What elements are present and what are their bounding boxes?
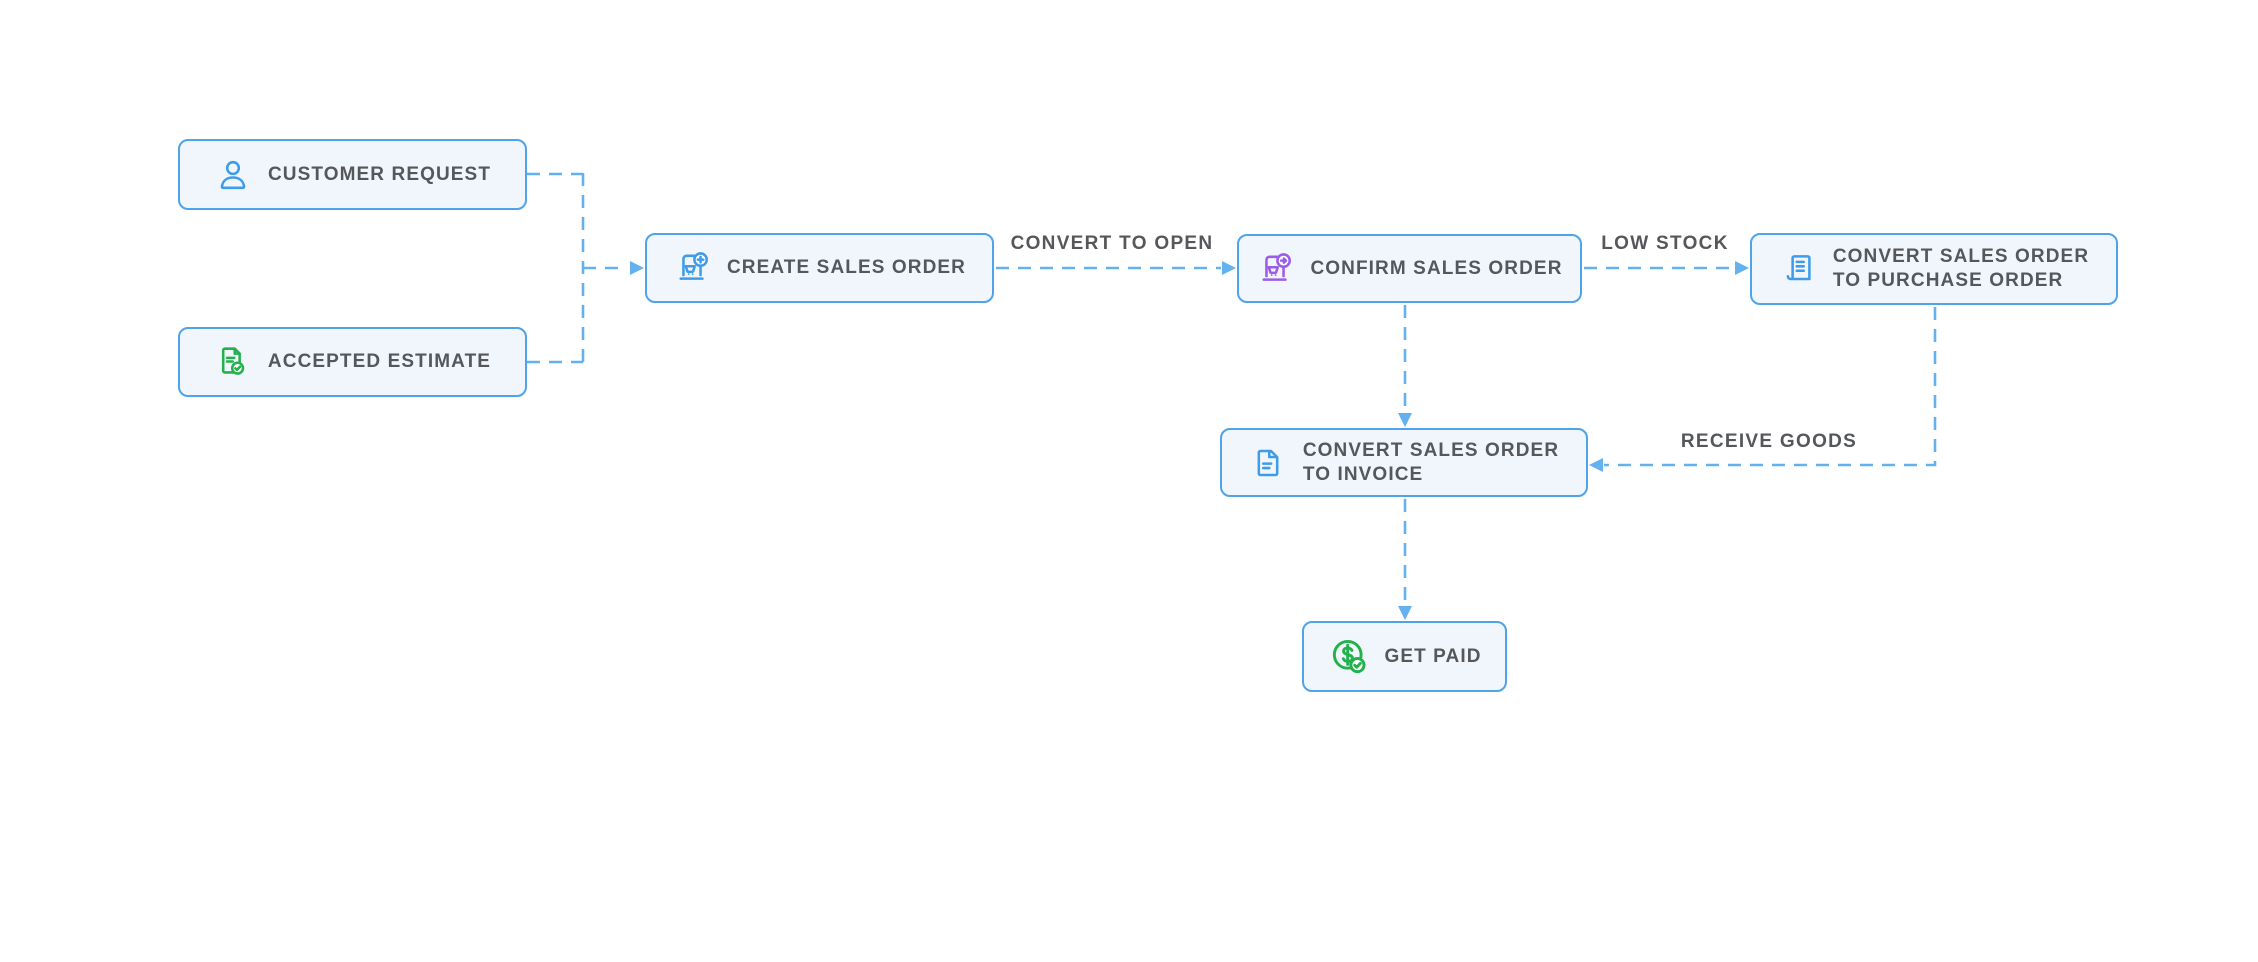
node-label: ACCEPTED ESTIMATE (267, 351, 492, 372)
edge-label-low-stock: LOW STOCK (1601, 233, 1729, 254)
edge-purchase-order-to-invoice (1589, 307, 1937, 472)
invoice-document-icon (1257, 449, 1279, 476)
node-convert-so-to-purchase-order[interactable]: CONVERT SALES ORDER TO PURCHASE ORDER (1750, 233, 2118, 305)
node-label: GET PAID (1384, 645, 1482, 667)
node-label: CUSTOMER REQUEST (267, 163, 492, 185)
node-get-paid[interactable]: GET PAID (1302, 621, 1507, 692)
node-create-sales-order[interactable]: CREATE SALES ORDER (645, 233, 994, 303)
edge-confirm-to-purchase-order (1584, 261, 1749, 275)
edge-junction-to-create-sales-order (583, 261, 644, 275)
dollar-check-icon (1333, 639, 1366, 673)
node-accepted-estimate[interactable]: ACCEPTED ESTIMATE (178, 327, 527, 397)
edge-label-receive-goods: RECEIVE GOODS (1680, 431, 1858, 452)
edge-label-convert-to-open: CONVERT TO OPEN (1010, 233, 1214, 254)
edge-confirm-to-invoice (1398, 305, 1412, 427)
node-convert-so-to-invoice[interactable]: CONVERT SALES ORDER TO INVOICE (1220, 428, 1588, 497)
node-label: CONVERT SALES ORDER TO INVOICE (1302, 439, 1560, 485)
cart-add-icon (679, 252, 708, 280)
edge-create-to-confirm (996, 261, 1236, 275)
user-icon (220, 160, 246, 189)
node-label: CONVERT SALES ORDER TO PURCHASE ORDER (1832, 246, 2090, 291)
cart-confirm-icon (1262, 252, 1292, 281)
estimate-accepted-icon (221, 347, 245, 375)
node-label: CONFIRM SALES ORDER (1310, 257, 1563, 279)
node-label: CREATE SALES ORDER (726, 257, 967, 278)
node-customer-request[interactable]: CUSTOMER REQUEST (178, 139, 527, 210)
purchase-order-receipt-icon (1786, 255, 1811, 281)
edge-invoice-to-get-paid (1398, 499, 1412, 620)
node-confirm-sales-order[interactable]: CONFIRM SALES ORDER (1237, 234, 1582, 303)
